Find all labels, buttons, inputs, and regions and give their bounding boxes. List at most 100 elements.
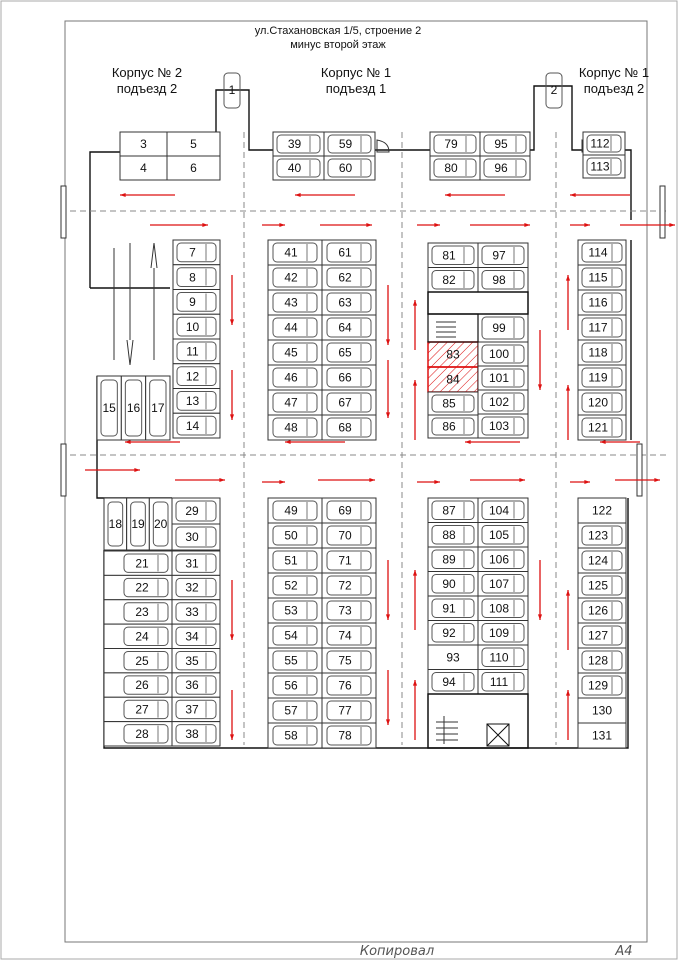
parking-spot[interactable]: 54 xyxy=(267,622,323,649)
parking-spot[interactable]: 83 xyxy=(427,341,479,368)
parking-spot[interactable]: 125 xyxy=(577,572,627,599)
parking-spot[interactable]: 110 xyxy=(477,644,529,670)
parking-spot[interactable]: 49 xyxy=(267,497,323,524)
parking-spot[interactable]: 84 xyxy=(427,366,479,393)
parking-spot[interactable]: 33 xyxy=(171,599,221,625)
parking-spot[interactable]: 76 xyxy=(321,672,377,699)
parking-spot[interactable]: 30 xyxy=(171,523,221,551)
parking-spot[interactable]: 19 xyxy=(126,497,150,551)
parking-spot[interactable]: 101 xyxy=(477,365,529,391)
parking-spot[interactable]: 21 xyxy=(103,550,173,576)
parking-spot[interactable]: 27 xyxy=(103,696,173,723)
parking-spot[interactable]: 129 xyxy=(577,672,627,699)
parking-spot[interactable]: 45 xyxy=(267,339,323,366)
parking-spot[interactable]: 63 xyxy=(321,289,377,316)
parking-spot[interactable]: 108 xyxy=(477,595,529,621)
parking-spot[interactable]: 98 xyxy=(477,267,529,293)
parking-spot[interactable]: 112 xyxy=(582,131,626,156)
parking-spot[interactable]: 130 xyxy=(577,697,627,724)
parking-spot[interactable]: 14 xyxy=(172,412,221,439)
parking-spot[interactable]: 74 xyxy=(321,622,377,649)
parking-spot[interactable]: 22 xyxy=(103,574,173,601)
parking-spot[interactable]: 61 xyxy=(321,239,377,266)
parking-spot[interactable]: 128 xyxy=(577,647,627,674)
parking-spot[interactable]: 10 xyxy=(172,313,221,340)
parking-spot[interactable]: 26 xyxy=(103,672,173,698)
parking-spot[interactable]: 3 xyxy=(119,131,168,157)
parking-spot[interactable]: 120 xyxy=(577,389,627,416)
parking-spot[interactable]: 109 xyxy=(477,620,529,646)
parking-spot[interactable]: 123 xyxy=(577,522,627,549)
parking-spot[interactable]: 20 xyxy=(148,497,173,551)
parking-spot[interactable]: 18 xyxy=(103,497,128,551)
parking-spot[interactable]: 113 xyxy=(582,154,626,179)
parking-spot[interactable]: 117 xyxy=(577,314,627,341)
parking-spot[interactable]: 48 xyxy=(267,414,323,441)
parking-spot[interactable]: 60 xyxy=(323,155,376,181)
parking-spot[interactable]: 12 xyxy=(172,363,221,389)
parking-spot[interactable]: 29 xyxy=(171,497,221,525)
parking-spot[interactable]: 103 xyxy=(477,413,529,439)
parking-spot[interactable]: 90 xyxy=(427,571,479,597)
parking-spot[interactable]: 85 xyxy=(427,391,479,416)
parking-spot[interactable]: 104 xyxy=(477,497,529,523)
parking-spot[interactable]: 42 xyxy=(267,264,323,291)
parking-spot[interactable]: 7 xyxy=(172,239,221,266)
parking-spot[interactable]: 91 xyxy=(427,595,479,621)
parking-spot[interactable]: 80 xyxy=(429,155,481,181)
parking-spot[interactable]: 47 xyxy=(267,389,323,416)
parking-spot[interactable]: 52 xyxy=(267,572,323,599)
parking-spot[interactable]: 51 xyxy=(267,547,323,574)
parking-spot[interactable]: 116 xyxy=(577,289,627,316)
parking-spot[interactable]: 24 xyxy=(103,623,173,649)
parking-spot[interactable]: 118 xyxy=(577,339,627,366)
parking-spot[interactable]: 102 xyxy=(477,389,529,415)
parking-spot[interactable]: 23 xyxy=(103,599,173,625)
parking-spot[interactable]: 17 xyxy=(145,375,171,441)
parking-spot[interactable]: 32 xyxy=(171,574,221,601)
parking-spot[interactable]: 89 xyxy=(427,546,479,572)
parking-spot[interactable]: 107 xyxy=(477,571,529,597)
parking-spot[interactable]: 44 xyxy=(267,314,323,341)
parking-spot[interactable]: 16 xyxy=(120,375,147,441)
parking-spot[interactable]: 38 xyxy=(171,721,221,747)
parking-spot[interactable]: 67 xyxy=(321,389,377,416)
parking-spot[interactable]: 43 xyxy=(267,289,323,316)
parking-spot[interactable]: 41 xyxy=(267,239,323,266)
parking-spot[interactable]: 56 xyxy=(267,672,323,699)
parking-spot[interactable]: 127 xyxy=(577,622,627,649)
parking-spot[interactable]: 72 xyxy=(321,572,377,599)
parking-spot[interactable]: 53 xyxy=(267,597,323,624)
parking-spot[interactable]: 95 xyxy=(479,131,531,157)
parking-spot[interactable]: 121 xyxy=(577,414,627,441)
parking-spot[interactable]: 88 xyxy=(427,522,479,548)
parking-spot[interactable]: 13 xyxy=(172,388,221,414)
parking-spot[interactable]: 100 xyxy=(477,341,529,367)
parking-spot[interactable]: 68 xyxy=(321,414,377,441)
parking-spot[interactable]: 37 xyxy=(171,696,221,723)
parking-spot[interactable]: 57 xyxy=(267,697,323,724)
parking-spot[interactable]: 36 xyxy=(171,672,221,698)
parking-spot[interactable]: 9 xyxy=(172,289,221,315)
parking-spot[interactable]: 105 xyxy=(477,522,529,548)
parking-spot[interactable]: 81 xyxy=(427,242,479,268)
parking-spot[interactable]: 28 xyxy=(103,721,173,747)
parking-spot[interactable]: 92 xyxy=(427,620,479,646)
parking-spot[interactable]: 31 xyxy=(171,550,221,576)
parking-spot[interactable]: 11 xyxy=(172,338,221,365)
parking-spot[interactable]: 35 xyxy=(171,648,221,674)
parking-spot[interactable]: 93 xyxy=(427,644,479,670)
parking-spot[interactable]: 82 xyxy=(427,267,479,293)
parking-spot[interactable]: 34 xyxy=(171,623,221,649)
parking-spot[interactable]: 99 xyxy=(477,313,529,343)
parking-spot[interactable]: 4 xyxy=(119,155,168,181)
parking-spot[interactable]: 65 xyxy=(321,339,377,366)
parking-spot[interactable]: 15 xyxy=(96,375,122,441)
parking-spot[interactable]: 6 xyxy=(166,155,221,181)
parking-spot[interactable]: 70 xyxy=(321,522,377,549)
parking-spot[interactable]: 62 xyxy=(321,264,377,291)
parking-spot[interactable]: 131 xyxy=(577,722,627,749)
parking-spot[interactable]: 111 xyxy=(477,669,529,695)
parking-spot[interactable]: 106 xyxy=(477,546,529,572)
parking-spot[interactable]: 69 xyxy=(321,497,377,524)
